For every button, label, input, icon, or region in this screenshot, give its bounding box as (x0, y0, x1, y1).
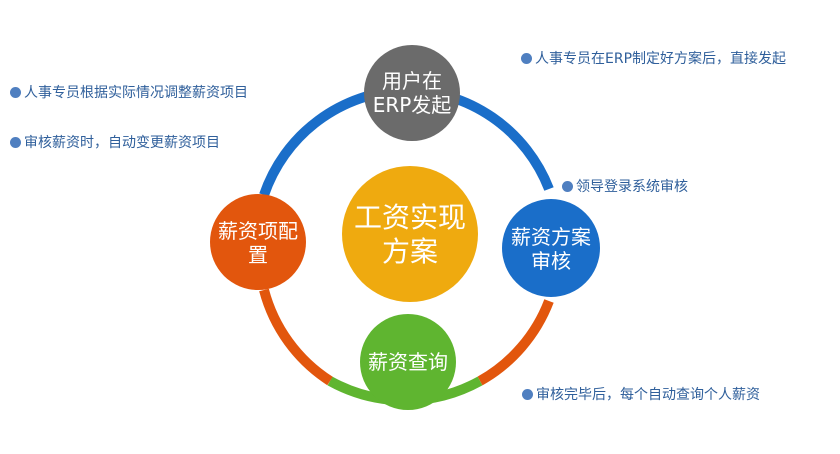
bullet-icon (10, 87, 21, 98)
bullet-icon (521, 53, 532, 64)
note-left-1: 人事专员根据实际情况调整薪资项目 (10, 84, 272, 103)
node-top-label: 用户在ERP发起 (372, 69, 452, 117)
note-text: 审核完毕后，每个自动查询个人薪资 (536, 387, 760, 403)
note-top-right: 人事专员在ERP制定好方案后，直接发起 (521, 50, 811, 69)
node-bottom-label: 薪资查询 (368, 350, 448, 374)
node-top-circle (364, 45, 460, 141)
bullet-icon (522, 389, 533, 400)
center-label: 工资实现方案 (353, 201, 466, 268)
note-left-2: 审核薪资时，自动变更薪资项目 (10, 134, 290, 153)
node-right-label: 薪资方案审核 (511, 225, 591, 273)
note-right-mid: 领导登录系统审核 (562, 178, 762, 197)
note-text: 人事专员根据实际情况调整薪资项目 (24, 85, 248, 101)
node-bottom-circle (360, 314, 456, 410)
node-left-label: 薪资项配置 (218, 219, 298, 267)
ring-arc-bottom-left (259, 288, 333, 386)
note-bottom-right: 审核完毕后，每个自动查询个人薪资 (522, 386, 832, 405)
bullet-icon (562, 181, 573, 192)
note-text: 领导登录系统审核 (576, 179, 688, 195)
note-text: 审核薪资时，自动变更薪资项目 (24, 135, 220, 151)
bullet-icon (10, 137, 21, 148)
note-text: 人事专员在ERP制定好方案后，直接发起 (535, 51, 787, 67)
node-right-circle (502, 199, 600, 297)
center-circle (342, 166, 478, 302)
ring-arc-right-bottom (477, 299, 554, 386)
node-left-circle (210, 194, 306, 290)
